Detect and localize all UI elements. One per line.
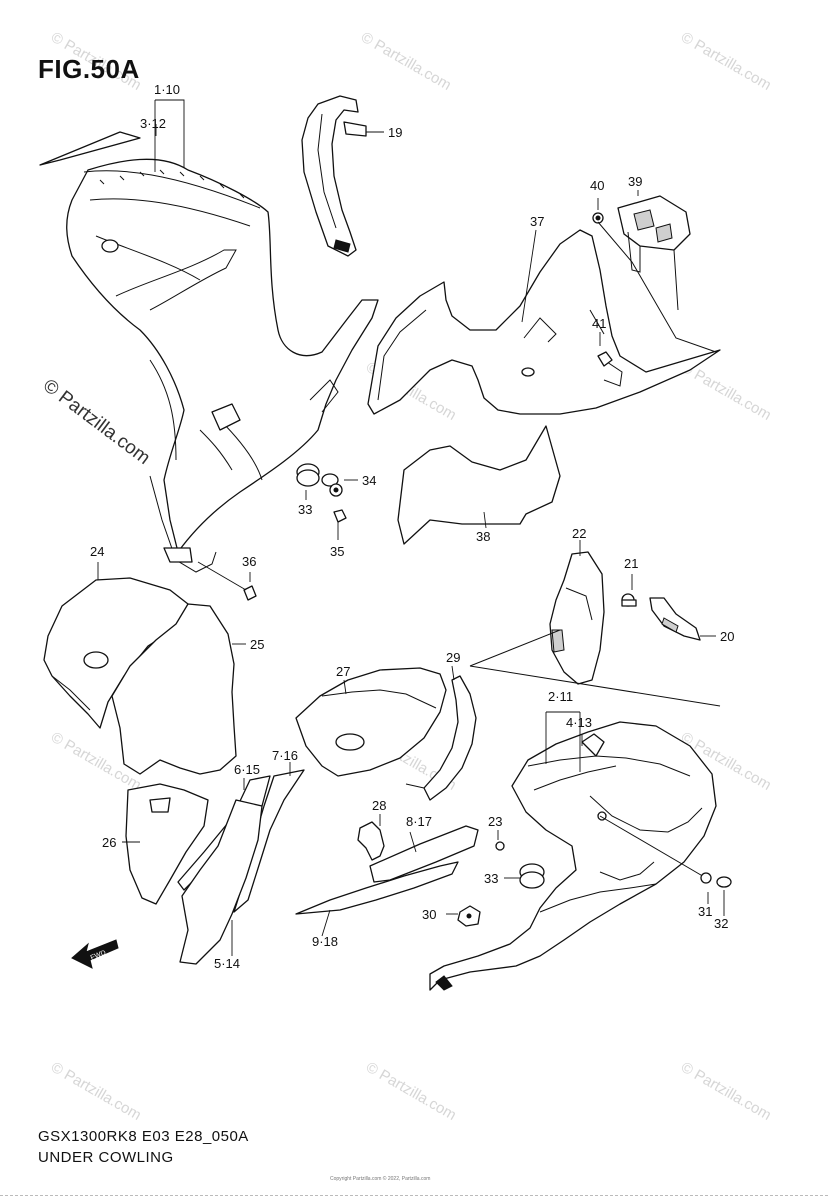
part-inner-panel-26	[125, 783, 209, 905]
bottom-divider	[0, 1195, 828, 1196]
callout-label: 31	[698, 904, 712, 919]
callout-label: 32	[714, 916, 728, 931]
part-panel-38	[397, 425, 561, 545]
watermark: © Partzilla.com	[363, 1059, 459, 1124]
part-bracket-19	[301, 95, 367, 257]
part-inner-panel-24	[43, 577, 189, 729]
callout-label: 7·16	[272, 748, 298, 763]
part-bracket-20-21	[469, 593, 721, 707]
callout-label: 36	[242, 554, 256, 569]
watermark: © Partzilla.com	[678, 1059, 774, 1124]
part-side-panel-37	[367, 229, 721, 415]
callout-label: 24	[90, 544, 104, 559]
callout-label: 26	[102, 835, 116, 850]
callout-label: 29	[446, 650, 460, 665]
part-inner-panel-25	[111, 603, 237, 775]
callout-label: 4·13	[566, 715, 592, 730]
leader-lines	[97, 99, 725, 956]
callout-label: 19	[388, 125, 402, 140]
watermark: © Partzilla.com	[48, 1059, 144, 1124]
callout-label: 28	[372, 798, 386, 813]
watermark: © Partzilla.com	[358, 29, 454, 94]
part-cover-22	[549, 551, 605, 685]
callout-label: 33	[484, 871, 498, 886]
callout-label: 33	[298, 502, 312, 517]
callout-label: 38	[476, 529, 490, 544]
callout-label: 21	[624, 556, 638, 571]
callout-label: 8·17	[406, 814, 432, 829]
part-upper-side-cowling	[39, 131, 379, 573]
callout-label: 2·11	[548, 689, 573, 704]
part-strip-29	[405, 675, 477, 801]
fwd-arrow: FWD	[71, 939, 119, 969]
part-fasteners-top	[197, 463, 347, 601]
callout-label: 9·18	[312, 934, 338, 949]
callout-label: 23	[488, 814, 502, 829]
part-panel-27	[295, 667, 447, 777]
watermark: © Partzilla.com	[678, 29, 774, 94]
callout-label: 27	[336, 664, 350, 679]
figure-title: FIG.50A	[38, 54, 140, 84]
part-fasteners-bottom	[457, 841, 732, 927]
copyright-text: Copyright Partzilla.com © 2022, Partzill…	[330, 1176, 431, 1182]
part-lower-cowling	[429, 721, 717, 991]
callout-label: 41	[592, 316, 606, 331]
callout-label: 35	[330, 544, 344, 559]
callout-label: 22	[572, 526, 586, 541]
callout-label: 34	[362, 473, 376, 488]
part-lower-panels	[177, 769, 305, 965]
side-watermark: © Partzilla.com	[39, 375, 154, 469]
model-code: GSX1300RK8 E03 E28_050A	[38, 1128, 249, 1145]
callout-label: 40	[590, 178, 604, 193]
part-plate-39	[617, 195, 691, 311]
callout-label: 20	[720, 629, 734, 644]
callout-label: 6·15	[234, 762, 260, 777]
callout-label: 37	[530, 214, 544, 229]
part-bolts-40-41	[592, 212, 717, 367]
callout-label: 5·14	[214, 956, 240, 971]
callout-label: 3·12	[140, 116, 166, 131]
callout-label: 1·10	[154, 82, 180, 97]
callout-label: 30	[422, 907, 436, 922]
callout-labels: 1·10 3·12 19 40 39 37 41 34 33 35 38 36 …	[90, 82, 734, 971]
part-strips-8-9	[295, 825, 479, 915]
section-title: UNDER COWLING	[38, 1149, 174, 1166]
callout-label: 25	[250, 637, 264, 652]
part-28	[357, 821, 385, 861]
callout-label: 39	[628, 174, 642, 189]
